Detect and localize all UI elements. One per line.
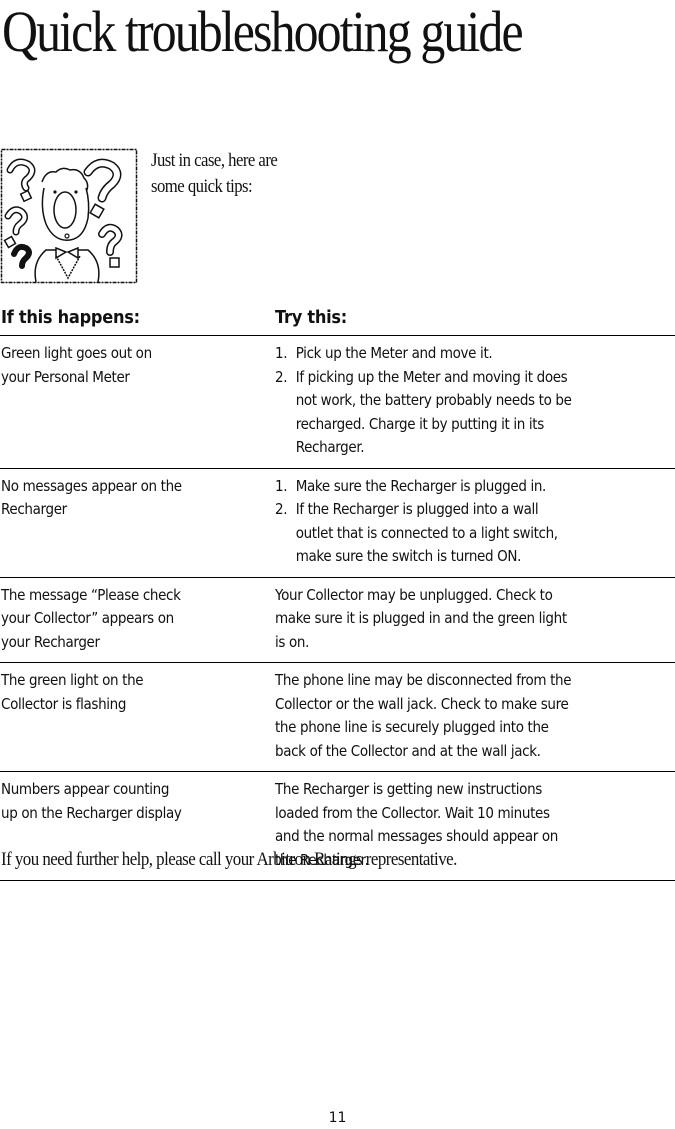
solution-cell: Your Collector may be unplugged. Check t… bbox=[275, 578, 655, 663]
solution-cell: 1. Make sure the Recharger is plugged in… bbox=[275, 469, 655, 577]
confused-person-illustration bbox=[0, 148, 138, 284]
problem-cell: The green light on the Collector is flas… bbox=[1, 669, 235, 716]
table-row: Green light goes out on your Personal Me… bbox=[0, 336, 675, 469]
intro-line-2: some quick tips: bbox=[151, 176, 253, 197]
problem-line: The green light on the bbox=[1, 671, 144, 689]
solution-cell: 1. Pick up the Meter and move it. 2. If … bbox=[275, 336, 655, 468]
step-item: 2. If picking up the Meter and moving it… bbox=[275, 366, 617, 460]
troubleshooting-table: Green light goes out on your Personal Me… bbox=[0, 336, 675, 881]
step-item: 1. Pick up the Meter and move it. bbox=[275, 342, 617, 366]
problem-line: Numbers appear counting bbox=[1, 780, 170, 798]
solution-line: The phone line may be disconnected from … bbox=[275, 671, 572, 689]
intro-text: Just in case, here are some quick tips: bbox=[151, 148, 278, 200]
step-line: Pick up the Meter and move it. bbox=[295, 344, 493, 362]
problem-line: your Collector” appears on bbox=[1, 609, 174, 627]
problem-line: Green light goes out on bbox=[1, 344, 152, 362]
problem-line: Collector is flashing bbox=[1, 694, 127, 713]
problem-line: your Personal Meter bbox=[1, 367, 130, 386]
step-line: Make sure the Recharger is plugged in. bbox=[295, 476, 547, 495]
solution-cell: The phone line may be disconnected from … bbox=[275, 663, 655, 771]
step-number: 2. bbox=[275, 500, 288, 518]
problem-cell: The message “Please check your Collector… bbox=[1, 584, 235, 655]
problem-cell: No messages appear on the Recharger bbox=[1, 475, 235, 522]
step-number: 2. bbox=[275, 367, 288, 386]
solution-line: make sure it is plugged in and the green… bbox=[275, 609, 567, 627]
solution-line: and the normal messages should appear on bbox=[275, 827, 558, 845]
solution-line: back of the Collector and at the wall ja… bbox=[275, 741, 541, 760]
step-line: Recharger. bbox=[295, 438, 365, 456]
table-row: Numbers appear counting up on the Rechar… bbox=[0, 772, 675, 881]
problem-line: Recharger bbox=[1, 500, 67, 518]
solution-line: Your Collector may be unplugged. Check t… bbox=[275, 585, 553, 604]
table-row: The message “Please check your Collector… bbox=[0, 578, 675, 663]
solution-line: loaded from the Collector. Wait 10 minut… bbox=[275, 803, 550, 822]
page-title: Quick troubleshooting guide bbox=[2, 0, 524, 64]
problem-line: The message “Please check bbox=[1, 585, 181, 604]
solution-line: is on. bbox=[275, 632, 310, 651]
header-try-this: Try this: bbox=[275, 307, 347, 328]
problem-line: up on the Recharger display bbox=[1, 803, 182, 822]
step-line: If the Recharger is plugged into a wall bbox=[295, 500, 539, 518]
step-number: 1. bbox=[275, 476, 288, 495]
help-footer-text: If you need further help, please call yo… bbox=[1, 849, 457, 870]
step-line: If picking up the Meter and moving it do… bbox=[295, 367, 568, 386]
step-line: recharged. Charge it by putting it in it… bbox=[295, 414, 545, 433]
table-row: The green light on the Collector is flas… bbox=[0, 663, 675, 772]
table-header: If this happens: Try this: bbox=[0, 305, 675, 336]
step-line: make sure the switch is turned ON. bbox=[295, 547, 522, 565]
solution-cell: The Recharger is getting new instruction… bbox=[275, 772, 655, 880]
header-if-this-happens: If this happens: bbox=[1, 307, 140, 328]
step-number: 1. bbox=[275, 344, 288, 362]
solution-line: the Recharger. bbox=[275, 850, 369, 869]
problem-line: your Recharger bbox=[1, 632, 100, 651]
problem-line: No messages appear on the bbox=[1, 476, 182, 495]
solution-line: Collector or the wall jack. Check to mak… bbox=[275, 694, 569, 713]
step-item: 2. If the Recharger is plugged into a wa… bbox=[275, 498, 617, 569]
solution-line: the phone line is securely plugged into … bbox=[275, 718, 549, 736]
step-line: not work, the battery probably needs to … bbox=[295, 391, 572, 409]
problem-cell: Green light goes out on your Personal Me… bbox=[1, 342, 235, 389]
table-row: No messages appear on the Recharger 1. M… bbox=[0, 469, 675, 578]
problem-cell: Numbers appear counting up on the Rechar… bbox=[1, 778, 235, 825]
step-line: outlet that is connected to a light swit… bbox=[295, 523, 558, 542]
step-item: 1. Make sure the Recharger is plugged in… bbox=[275, 475, 617, 499]
solution-line: The Recharger is getting new instruction… bbox=[275, 780, 542, 798]
intro-line-1: Just in case, here are bbox=[151, 150, 278, 171]
page-number: 11 bbox=[328, 1110, 347, 1126]
